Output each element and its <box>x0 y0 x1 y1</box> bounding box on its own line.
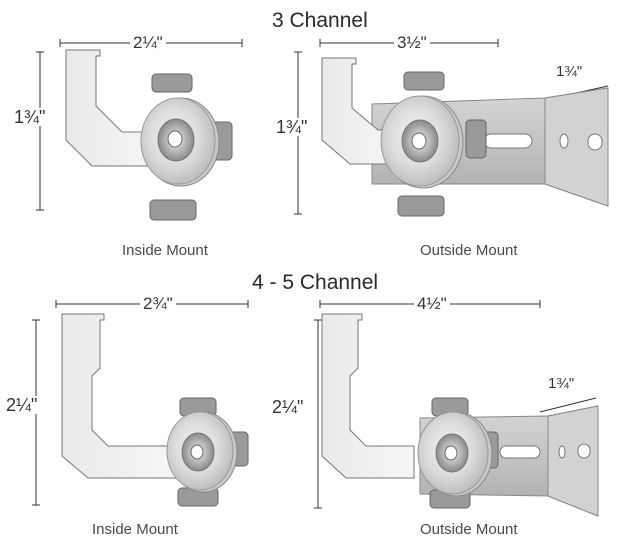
outside-mount-3ch-width: 3½" <box>394 34 430 51</box>
inside-mount-3ch-width: 2¼" <box>130 34 166 51</box>
inside-mount-45ch-height: 2¼" <box>6 395 38 415</box>
inside-mount-45ch-width: 2¾" <box>140 295 176 312</box>
outside-mount-3ch-height: 1¾" <box>276 117 308 137</box>
outside-mount-45ch-bracket <box>321 313 599 517</box>
inside-mount-3ch-bracket <box>65 49 233 221</box>
outside-mount-3ch-bracket <box>321 57 609 217</box>
section-title-4-5-channel: 4 - 5 Channel <box>252 271 379 294</box>
outside-mount-3ch-caption: Outside Mount <box>420 242 518 259</box>
inside-mount-45ch-caption: Inside Mount <box>92 521 178 538</box>
outside-mount-3ch-bracket-length: 1¾" <box>556 63 583 80</box>
outside-mount-45ch-bracket-length: 1¾" <box>548 375 575 392</box>
section-title-3-channel: 3 Channel <box>272 9 368 32</box>
inside-mount-3ch-height: 1¾" <box>14 107 46 127</box>
outside-mount-45ch-caption: Outside Mount <box>420 521 518 538</box>
outside-mount-45ch-height: 2¼" <box>272 397 304 417</box>
inside-mount-3ch-caption: Inside Mount <box>122 242 208 259</box>
inside-mount-45ch-bracket <box>61 313 249 507</box>
outside-mount-45ch-width: 4½" <box>414 295 450 312</box>
